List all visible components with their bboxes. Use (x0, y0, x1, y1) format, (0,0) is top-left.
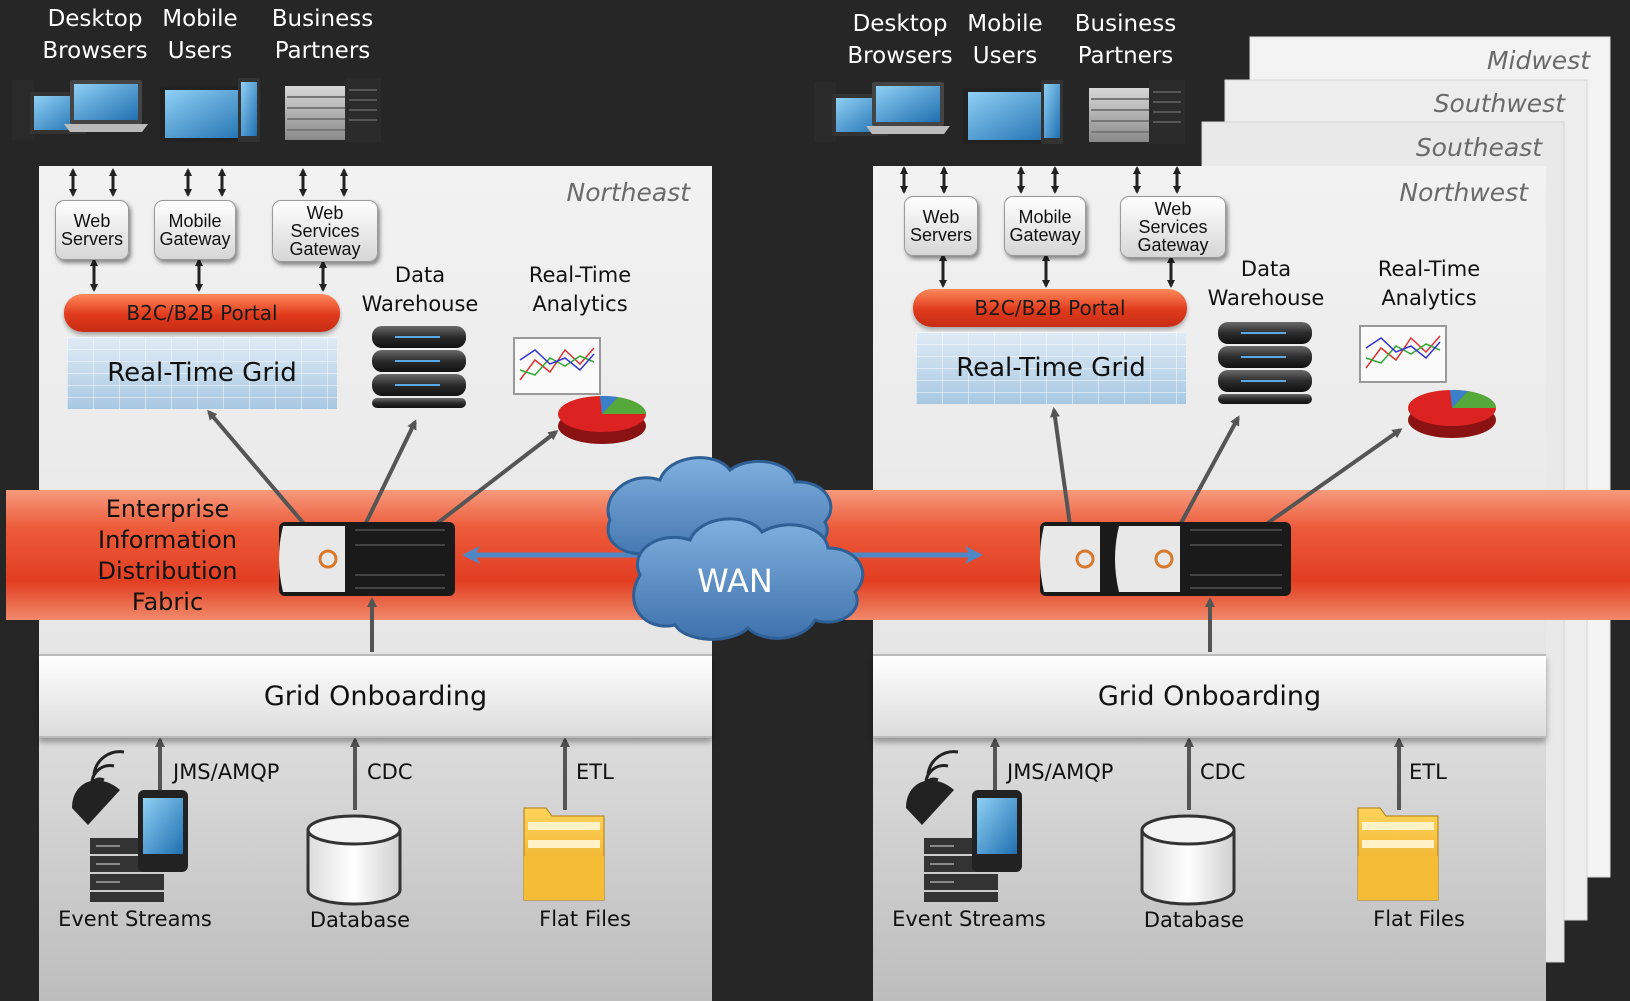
event-stream-icon-left (72, 750, 188, 902)
fabric-arrows-right (1050, 407, 1403, 652)
web-services-gateway-box-right: Web Services Gateway (1120, 196, 1226, 258)
jms-amqp-label-right: JMS/AMQP (1007, 760, 1114, 784)
database-label-right: Database (1143, 908, 1245, 932)
database-icon-right (1140, 814, 1236, 906)
source-arrows-right (990, 737, 1404, 810)
fabric-server-icon-left (279, 522, 455, 596)
business-partners-label-right: Business Partners (1074, 11, 1177, 69)
region-label-northwest: Northwest (1399, 178, 1528, 207)
mobile-gateway-box-right: Mobile Gateway (1004, 196, 1086, 256)
mobile-user-icon-right (963, 80, 1063, 144)
fabric-arrows-left (207, 409, 559, 652)
region-label-midwest: Midwest (1486, 46, 1590, 75)
flat-files-folder-icon-right (1357, 807, 1439, 901)
analytics-label-left: Real-Time Analytics (528, 263, 632, 316)
mobile-user-icon-left (160, 78, 260, 142)
business-partners-label-left: Business Partners (271, 6, 374, 64)
mobile-users-label-right: Mobile Users (967, 11, 1043, 69)
flat-files-folder-icon-left (523, 807, 605, 901)
client-arrows-left (69, 168, 348, 292)
region-label-northeast: Northeast (566, 178, 690, 207)
desktop-browsers-label-right: Desktop Browsers (847, 11, 953, 69)
analytics-chart-icon-left (513, 337, 601, 395)
fabric-server-icon-right-1 (1040, 522, 1130, 596)
cdc-label-right: CDC (1200, 760, 1246, 784)
desktop-icon-left (12, 80, 148, 140)
database-icon-left (306, 814, 402, 906)
event-streams-label-right: Event Streams (892, 907, 1046, 931)
business-partner-server-icon-right (1089, 80, 1185, 144)
web-servers-box-left: Web Servers (55, 200, 129, 260)
grid-onboarding-left: Grid Onboarding (39, 654, 712, 738)
real-time-grid-left: Real-Time Grid (67, 337, 337, 409)
mobile-gateway-box-left: Mobile Gateway (154, 200, 236, 260)
portal-bar-right: B2C/B2B Portal (913, 289, 1187, 327)
data-warehouse-icon-right (1218, 322, 1312, 404)
database-label-left: Database (309, 908, 411, 932)
analytics-label-right: Real-Time Analytics (1377, 257, 1481, 310)
wan-cloud-icon (606, 456, 865, 641)
fabric-server-icon-right-2 (1115, 522, 1291, 596)
desktop-icon-right (814, 82, 950, 142)
data-warehouse-label-left: Data Warehouse (361, 263, 479, 316)
pie-chart-icon-right (1408, 389, 1497, 438)
event-stream-icon-right (906, 750, 1022, 902)
analytics-chart-icon-right (1359, 325, 1447, 383)
data-warehouse-label-right: Data Warehouse (1207, 257, 1325, 310)
region-label-southeast: Southeast (1415, 133, 1542, 162)
flat-files-label-left: Flat Files (539, 907, 631, 931)
mobile-users-label-left: Mobile Users (162, 6, 238, 64)
pie-chart-icon-left (558, 395, 647, 444)
region-label-southwest: Southwest (1433, 89, 1565, 118)
flat-files-label-right: Flat Files (1373, 907, 1465, 931)
real-time-grid-right: Real-Time Grid (916, 332, 1186, 404)
source-arrows-left (155, 737, 570, 810)
jms-amqp-label-left: JMS/AMQP (173, 760, 280, 784)
wan-label: WAN (697, 562, 773, 600)
fabric-label: Enterprise Information Distribution Fabr… (97, 495, 238, 616)
cdc-label-left: CDC (367, 760, 413, 784)
web-servers-box-right: Web Servers (904, 196, 978, 256)
data-warehouse-icon-left (372, 326, 466, 408)
portal-bar-left: B2C/B2B Portal (64, 294, 340, 332)
grid-onboarding-right: Grid Onboarding (873, 654, 1546, 738)
etl-label-left: ETL (576, 760, 614, 784)
client-arrows-right (900, 166, 1181, 288)
desktop-browsers-label-left: Desktop Browsers (42, 6, 148, 64)
etl-label-right: ETL (1409, 760, 1447, 784)
web-services-gateway-box-left: Web Services Gateway (272, 200, 378, 262)
business-partner-server-icon-left (285, 78, 381, 142)
event-streams-label-left: Event Streams (58, 907, 212, 931)
